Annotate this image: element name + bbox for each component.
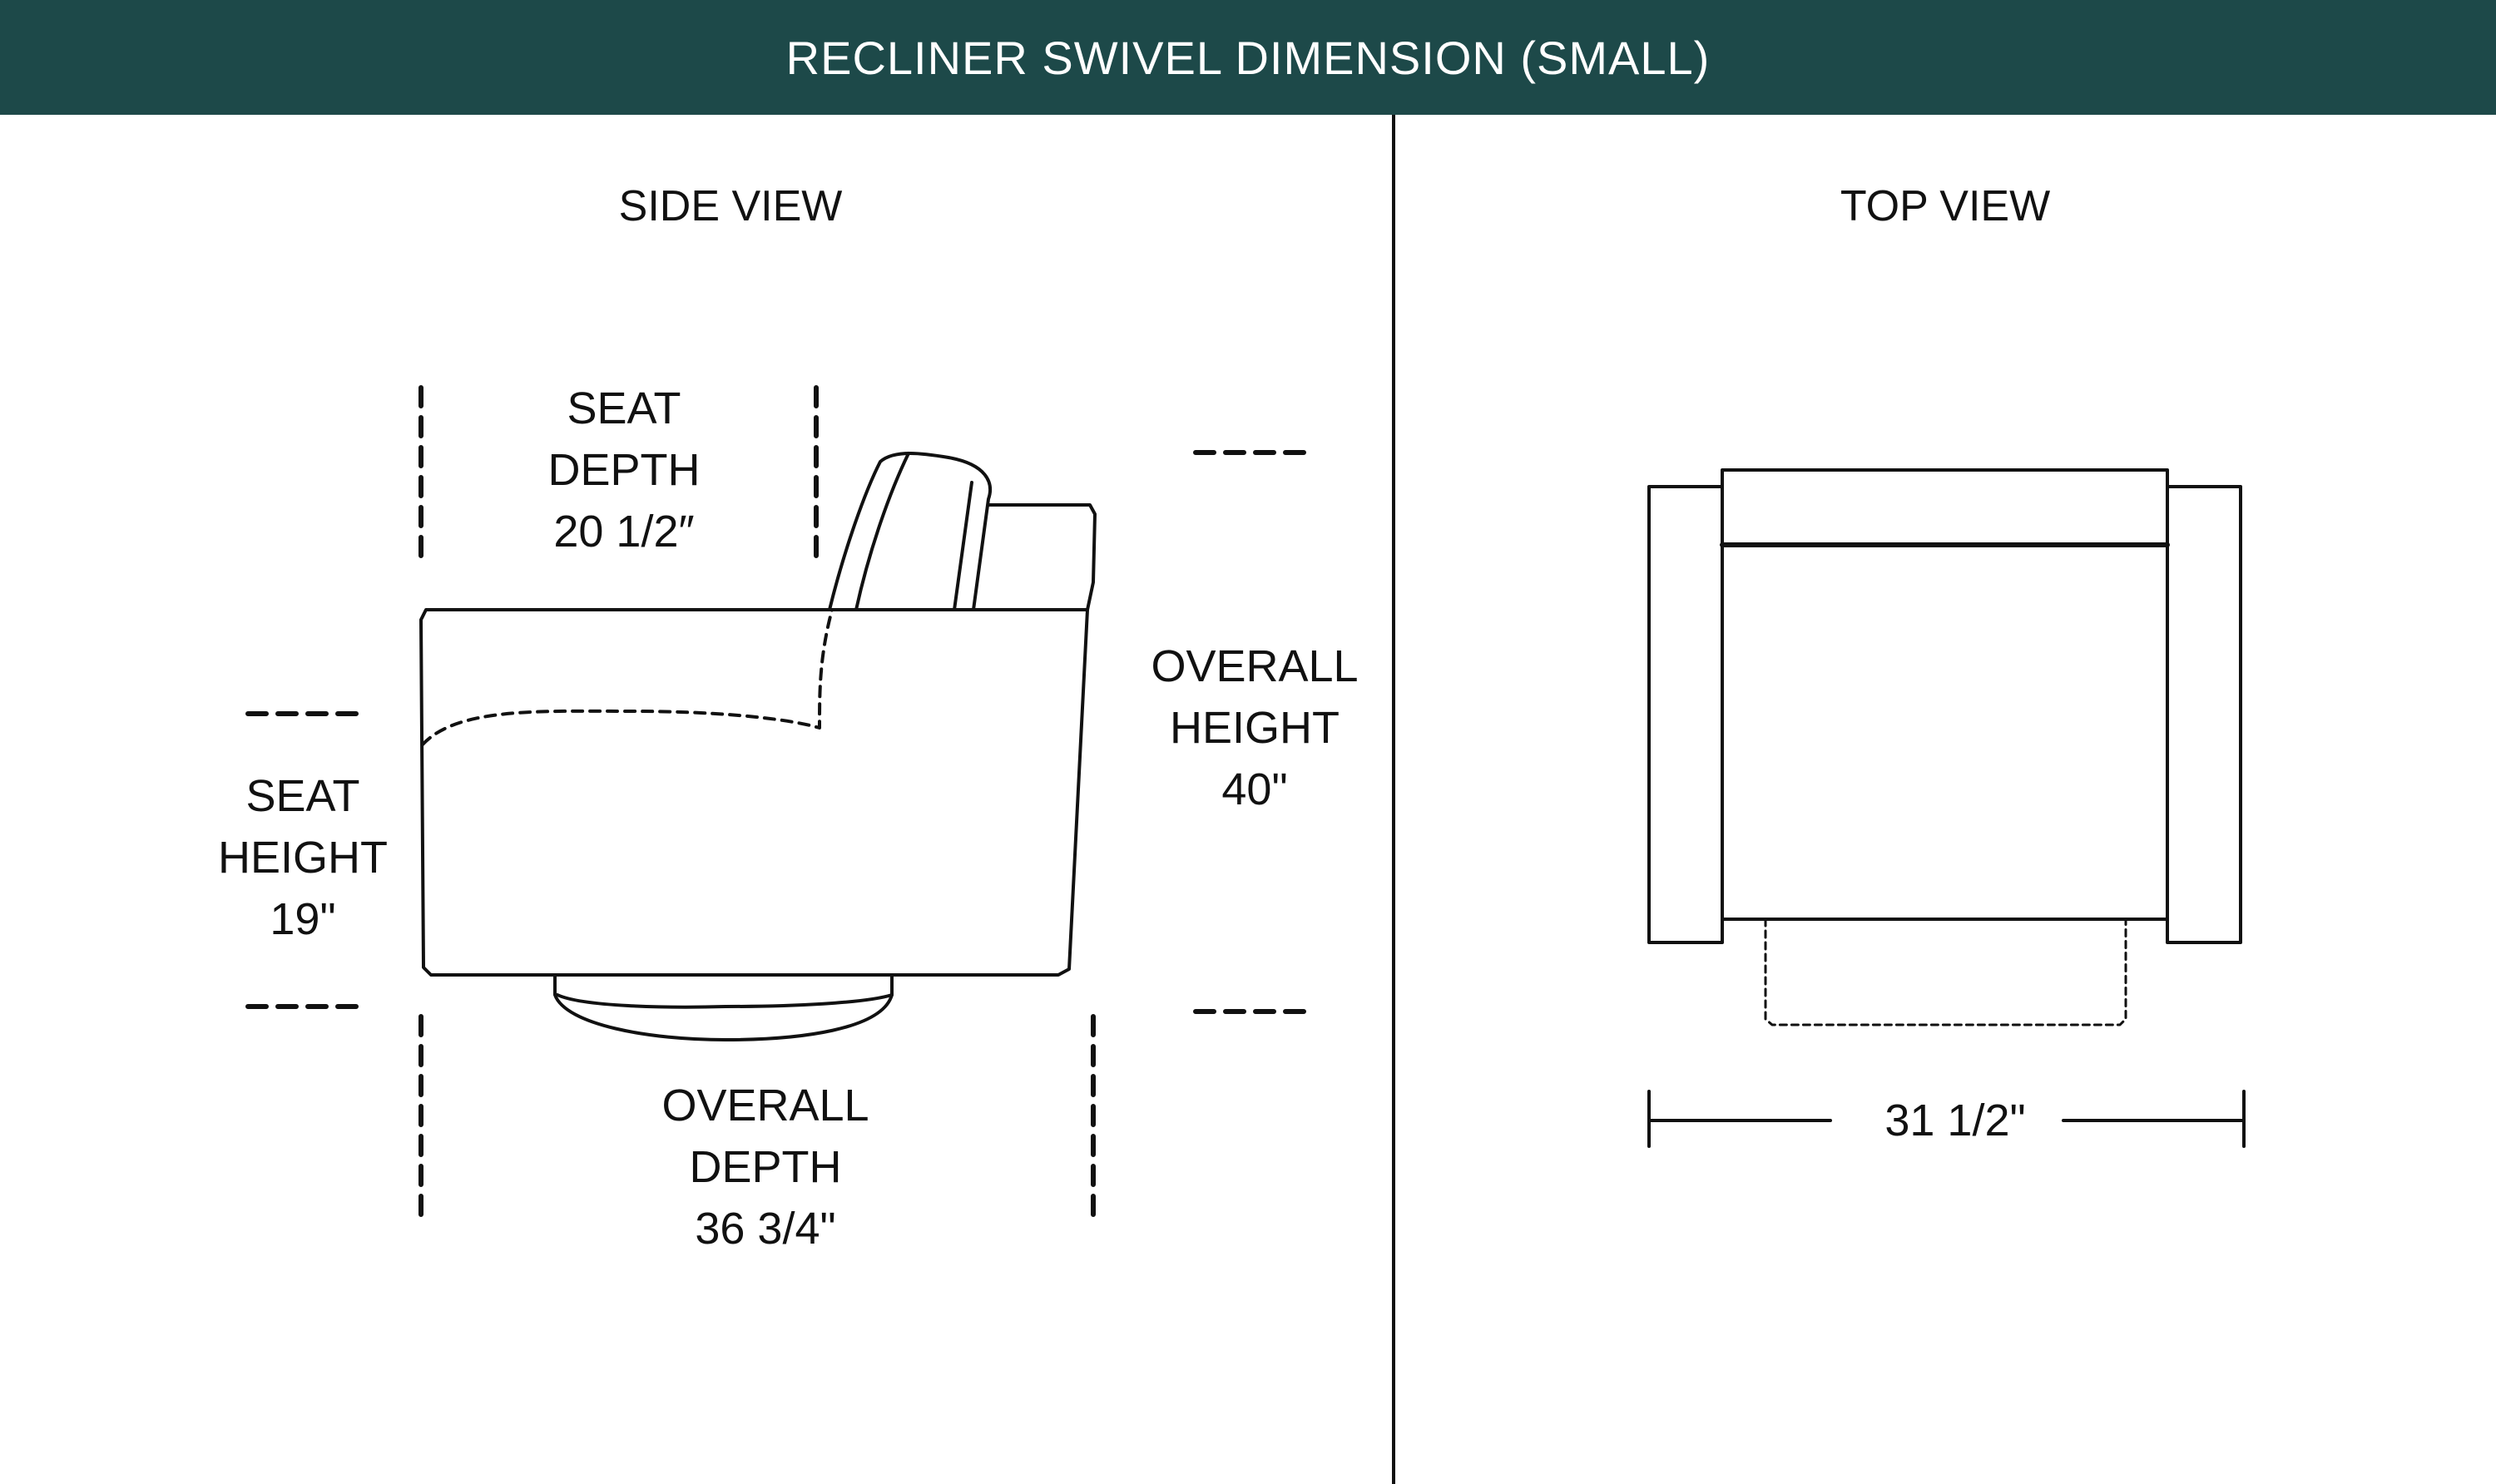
side-swivel-base (553, 973, 894, 1041)
top-left-arm (1647, 485, 1724, 944)
side-back-cushion (828, 452, 993, 611)
side-swivel-base-top (556, 993, 894, 1009)
seat-depth-line1: SEAT (567, 383, 681, 433)
side-back-frame (987, 503, 1097, 611)
overall-depth-value: 36 3/4" (695, 1204, 836, 1254)
top-backrest (1721, 468, 2169, 547)
seat-height-line1: SEAT (245, 771, 360, 821)
view-divider (1392, 115, 1395, 1484)
side-view-title: SIDE VIEW (618, 182, 843, 230)
overall-height-value: 40" (1221, 764, 1288, 814)
top-view-title: TOP VIEW (1840, 182, 2051, 230)
top-footrest (1764, 918, 2127, 1026)
seat-height-line2: HEIGHT (217, 833, 388, 883)
top-right-arm (2166, 485, 2242, 944)
top-seat (1721, 543, 2169, 921)
seat-height-value: 19" (270, 894, 336, 944)
header-banner: RECLINER SWIVEL DIMENSION (SMALL) (0, 0, 2496, 115)
overall-width-label: 31 1/2" (1830, 1090, 2080, 1151)
side-back-cushion-seam (854, 452, 910, 611)
side-seat-cushion (421, 608, 834, 746)
overall-depth-line1: OVERALL (661, 1081, 869, 1130)
overall-depth-label: OVERALL DEPTH 36 3/4" (641, 1075, 890, 1259)
overall-width-value: 31 1/2" (1884, 1096, 2026, 1145)
page-title: RECLINER SWIVEL DIMENSION (SMALL) (785, 31, 1711, 84)
seat-height-label: SEAT HEIGHT 19" (178, 765, 428, 950)
seat-depth-label: SEAT DEPTH 20 1/2″ (499, 378, 749, 562)
overall-height-line1: OVERALL (1151, 641, 1359, 691)
overall-height-line2: HEIGHT (1169, 703, 1340, 753)
seat-depth-value: 20 1/2″ (553, 507, 695, 556)
side-chair-body (419, 608, 1089, 977)
overall-height-label: OVERALL HEIGHT 40" (1130, 636, 1379, 820)
seat-depth-line2: DEPTH (547, 445, 701, 495)
side-back-cushion-seam-2 (953, 481, 973, 611)
overall-depth-line2: DEPTH (689, 1142, 842, 1192)
